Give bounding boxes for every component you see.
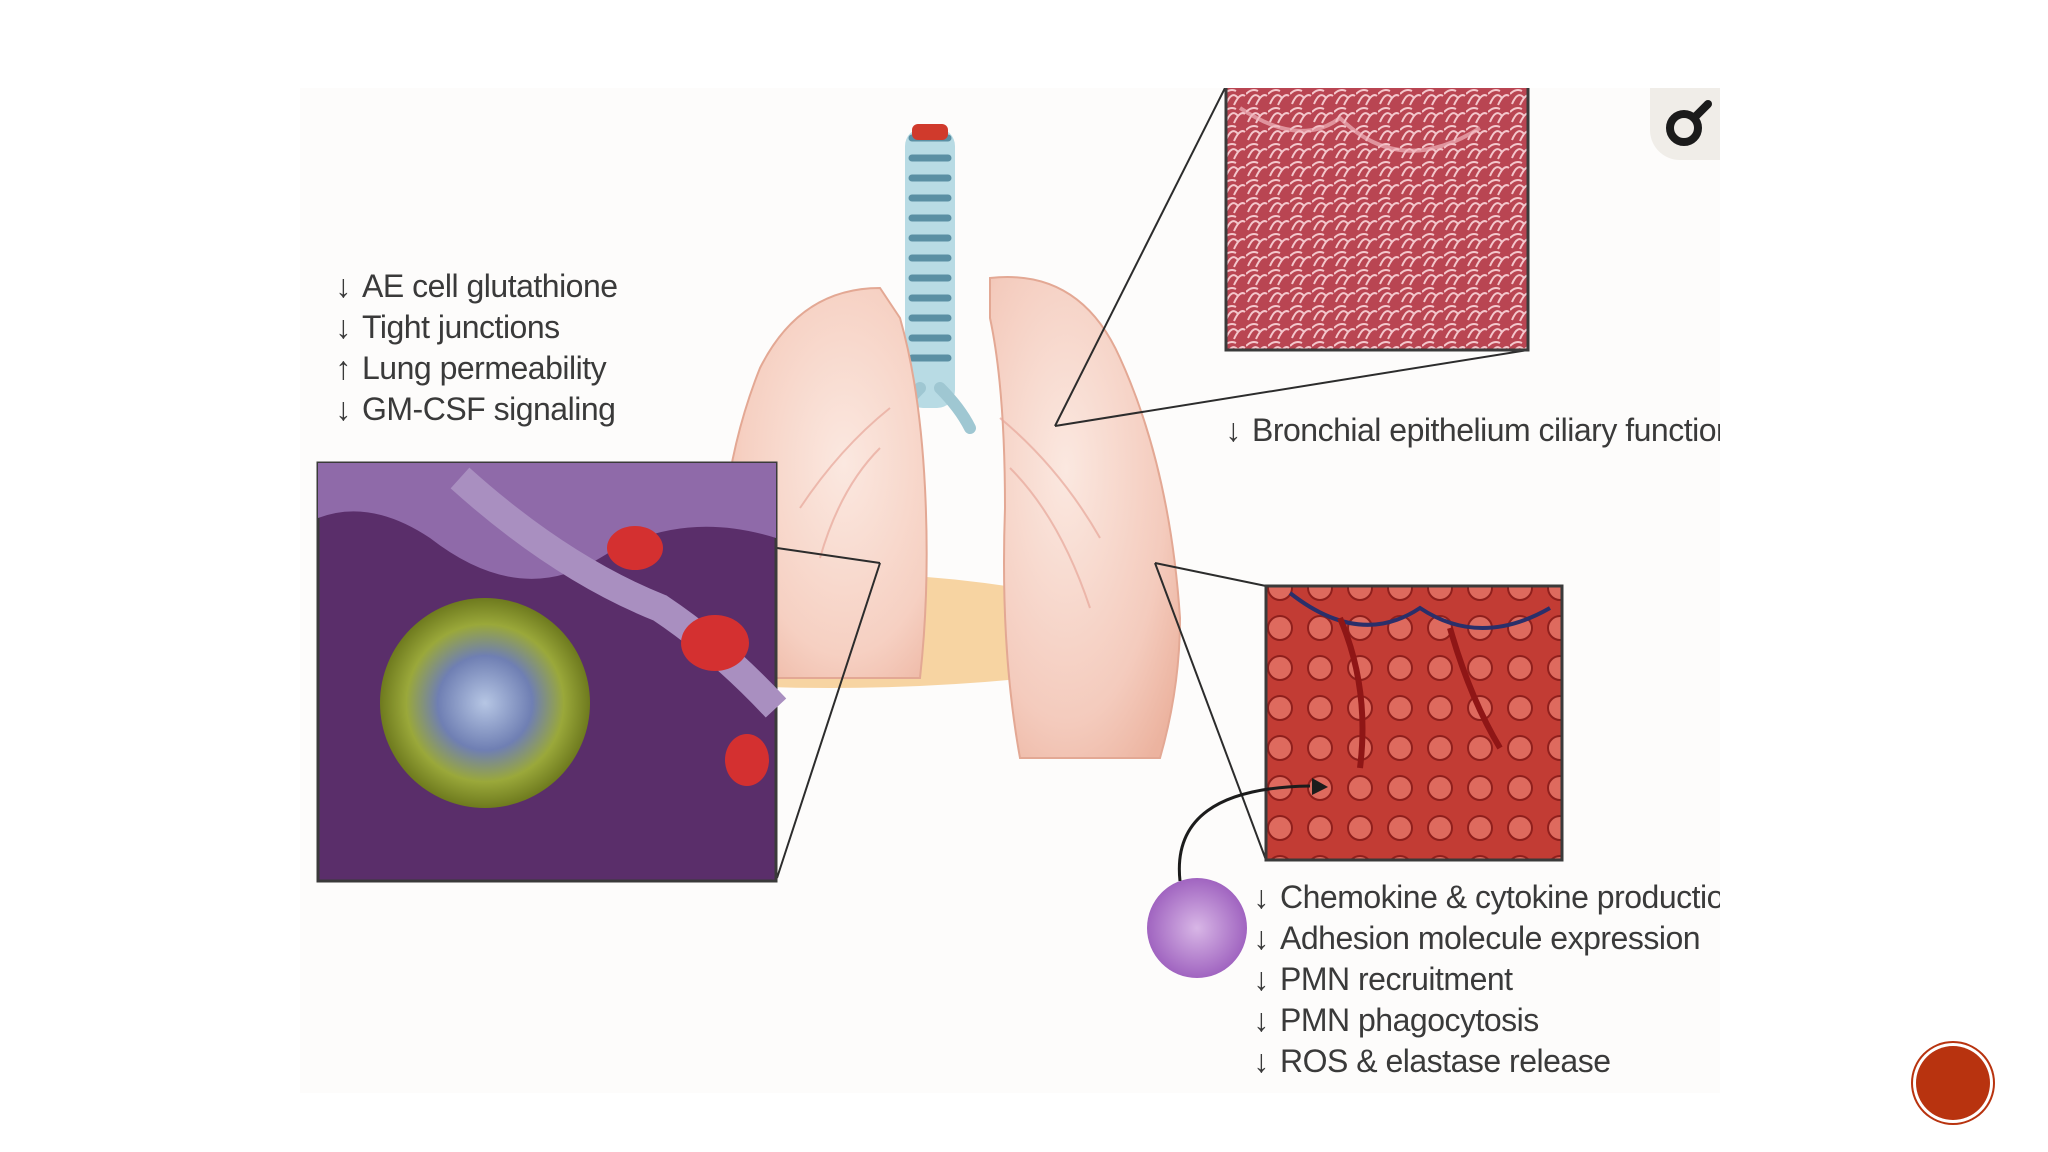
left-label-tight-junctions: ↓Tight junctions	[335, 309, 560, 345]
slide-number-badge	[1916, 1046, 1990, 1120]
connector-lines	[776, 88, 1529, 879]
lung-diagram-figure: ↓AE cell glutathione ↓Tight junctions ↑L…	[300, 88, 1720, 1093]
cilia-panel	[1224, 88, 1530, 352]
pmn-cell	[1147, 878, 1247, 978]
bronchial-ciliary-label: ↓Bronchial epithelium ciliary functior	[1225, 412, 1720, 448]
recruitment-arrow	[1177, 784, 1311, 882]
corner-logo	[1650, 88, 1720, 160]
left-label-lung-permeability: ↑Lung permeability	[335, 350, 607, 386]
arrowhead-icon	[1312, 778, 1328, 795]
macrophage-panel	[316, 461, 787, 883]
right-lung	[989, 276, 1182, 759]
right-label-adhesion: ↓Adhesion molecule expression	[1253, 920, 1701, 956]
right-label-chemokine: ↓Chemokine & cytokine productior	[1253, 879, 1720, 915]
left-label-ae-glutathione: ↓AE cell glutathione	[335, 268, 618, 304]
magnifier-icon	[1666, 100, 1712, 146]
alveoli-panel	[1264, 584, 1564, 862]
right-label-pmn-phagocytosis: ↓PMN phagocytosis	[1253, 1002, 1539, 1038]
right-label-pmn-recruitment: ↓PMN recruitment	[1253, 961, 1513, 997]
right-label-ros-elastase: ↓ROS & elastase release	[1253, 1043, 1611, 1079]
left-label-gmcsf-signaling: ↓GM-CSF signaling	[335, 391, 616, 427]
lung-illustration	[316, 88, 1564, 978]
